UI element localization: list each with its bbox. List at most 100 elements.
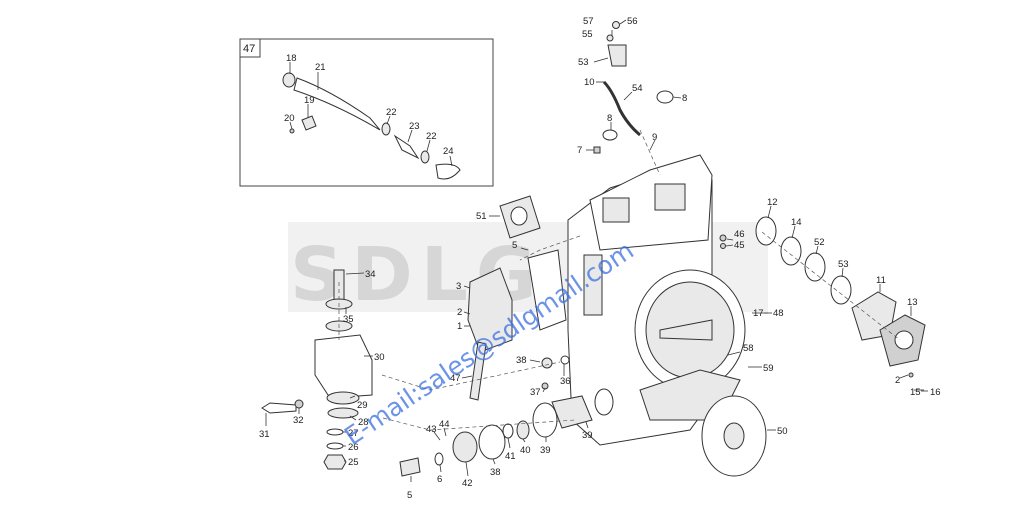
- callout-25: 25: [348, 457, 359, 468]
- leader-44: [443, 427, 447, 437]
- callout-46: 46: [734, 229, 745, 240]
- fitting-5: [399, 457, 421, 477]
- housing-shaft: [659, 319, 713, 341]
- callout-56: 56: [627, 16, 638, 27]
- callout-10: 10: [584, 77, 595, 88]
- callout-labels: 18 21 19 20 22 23 22 24 57 56 55 53 10 5…: [259, 16, 941, 501]
- ring-52: [830, 275, 852, 305]
- bolt-31: [261, 402, 297, 414]
- ring-41: [502, 423, 514, 439]
- callout-41: 41: [505, 451, 516, 462]
- callout-9: 9: [652, 132, 657, 143]
- callout-6: 6: [437, 474, 442, 485]
- callout-28: 28: [358, 417, 369, 428]
- callout-38-right: 39: [582, 430, 593, 441]
- leader-38a: [492, 458, 496, 465]
- ring-26: [326, 442, 344, 450]
- part-37: [541, 357, 553, 369]
- part-22-ring: [381, 122, 391, 136]
- bracket-30: [314, 334, 373, 399]
- callout-22b: 22: [426, 131, 437, 142]
- leader-2l: [463, 311, 471, 315]
- callout-23: 23: [409, 121, 420, 132]
- part-18: [282, 72, 296, 88]
- part-20-bolt: [289, 128, 295, 134]
- callout-14: 14: [791, 217, 802, 228]
- leader-58: [727, 351, 741, 356]
- callout-51: 52: [814, 237, 825, 248]
- plate-1: [527, 249, 567, 331]
- callout-31: 31: [259, 429, 270, 440]
- part-22b-ring: [420, 150, 430, 164]
- leader-8r: [672, 96, 682, 99]
- ring-12: [755, 216, 777, 246]
- leader-36: [542, 387, 546, 393]
- leader-28: [349, 415, 357, 421]
- callout-12: 12: [767, 197, 778, 208]
- inset-number: 47: [243, 43, 255, 55]
- housing-top: [589, 154, 713, 251]
- callout-8-left: 8: [607, 113, 612, 124]
- callout-5-top: 5: [512, 240, 517, 251]
- callout-3: 3: [456, 281, 461, 292]
- leader-52: [841, 267, 844, 278]
- valve-block-3: [467, 267, 513, 353]
- leader-46: [726, 238, 734, 241]
- leader-9: [649, 139, 656, 151]
- callout-7: 7: [577, 145, 582, 156]
- callout-29: 29: [357, 400, 368, 411]
- part-19-clamp: [301, 115, 317, 131]
- callout-39: 39: [540, 445, 551, 456]
- callout-53: 53: [578, 57, 589, 68]
- part-45: [720, 243, 726, 249]
- callout-17: 17: [753, 308, 764, 319]
- inset-47: 47: [239, 38, 494, 187]
- pad-28: [327, 407, 359, 419]
- callout-27: 27: [348, 428, 359, 439]
- cover-42: [452, 431, 478, 463]
- leader-5t: [520, 247, 529, 251]
- leader-29: [349, 395, 356, 399]
- eyebolt-8-right: [656, 90, 674, 104]
- bolt-36: [541, 382, 549, 390]
- callout-5-bottom: 5: [407, 490, 412, 501]
- part-57: [612, 21, 620, 29]
- transmission-housing: [567, 154, 746, 446]
- leader-3: [463, 285, 471, 289]
- brake-disc-49: [701, 395, 767, 477]
- leader-20: [289, 121, 293, 130]
- callout-21: 21: [315, 62, 326, 73]
- callout-33: 34: [365, 269, 376, 280]
- callout-24: 24: [443, 146, 454, 157]
- leader-47: [461, 375, 473, 379]
- leader-37: [529, 359, 541, 363]
- callout-2-right: 2: [895, 375, 900, 386]
- plate-50: [499, 195, 541, 239]
- callout-55: 55: [582, 29, 593, 40]
- bottom-parts: [399, 234, 727, 477]
- guide-1: [381, 361, 561, 391]
- leader-54: [623, 91, 633, 101]
- leader-43: [433, 431, 441, 441]
- callout-40: 40: [520, 445, 531, 456]
- callout-8-right: 8: [682, 93, 687, 104]
- leader-51: [815, 245, 819, 255]
- tube-47: [469, 341, 487, 401]
- callout-19: 19: [304, 95, 315, 106]
- part-23-tube: [393, 134, 420, 160]
- guide-lines: [338, 129, 901, 431]
- nut-25: [323, 454, 347, 470]
- range-dashes: [764, 312, 928, 392]
- ring-35: [560, 355, 570, 365]
- leader-12: [767, 205, 772, 219]
- guide-4: [519, 235, 581, 261]
- eyebolt-8-left: [602, 129, 618, 141]
- plate-50-port: [510, 206, 528, 226]
- callout-37: 38: [516, 355, 527, 366]
- callout-1: 1: [457, 321, 462, 332]
- leader-22a: [386, 115, 391, 125]
- gasket-38a: [478, 424, 506, 460]
- leader-6: [439, 464, 442, 473]
- callout-36: 37: [530, 387, 541, 398]
